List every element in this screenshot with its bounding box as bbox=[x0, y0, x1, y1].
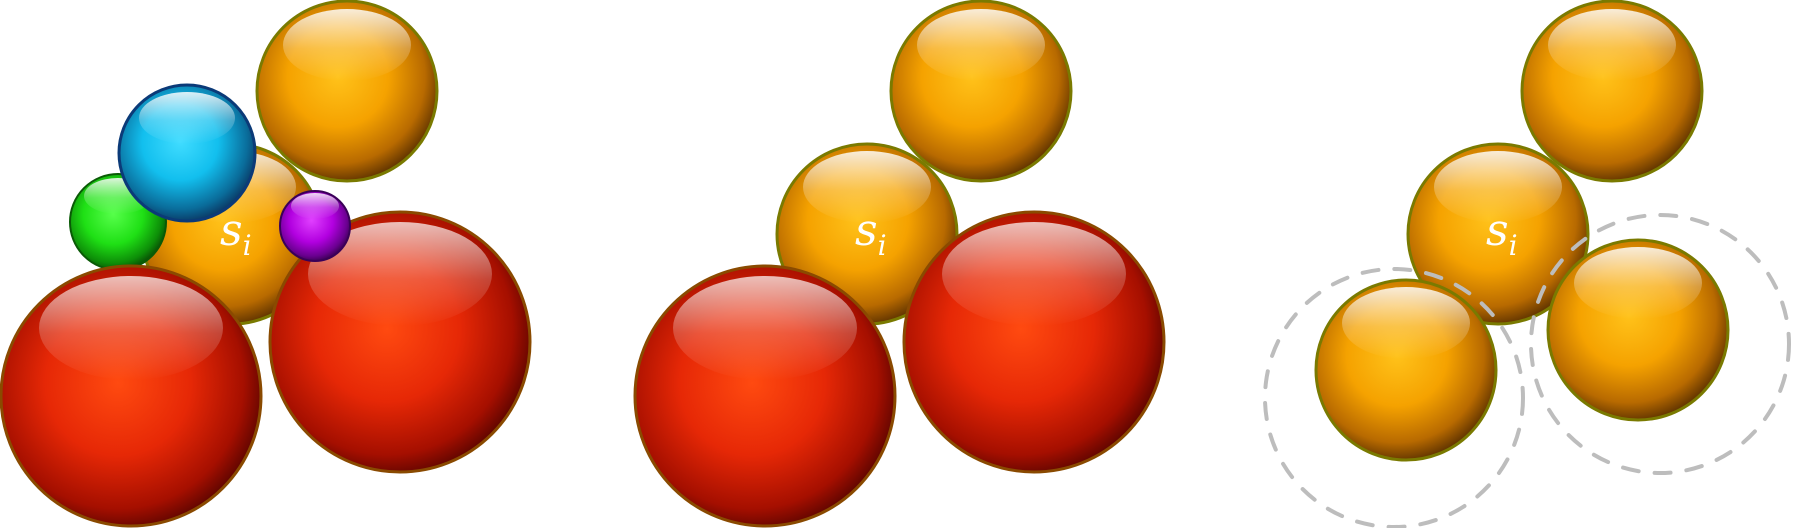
orange-sphere bbox=[889, 0, 1073, 183]
sphere-label-si: si bbox=[1486, 205, 1518, 262]
dashed-circle-outline bbox=[1263, 267, 1525, 528]
orange-sphere bbox=[1314, 278, 1498, 462]
panel-left: si bbox=[0, 0, 532, 528]
red-sphere bbox=[0, 264, 263, 528]
red-sphere bbox=[902, 210, 1166, 474]
panel-middle: si bbox=[633, 0, 1166, 528]
sphere-label-si: si bbox=[855, 205, 887, 262]
orange-sphere bbox=[255, 0, 439, 183]
orange-sphere bbox=[1520, 0, 1704, 183]
red-sphere bbox=[268, 210, 532, 474]
sphere-label-si: si bbox=[220, 205, 252, 262]
purple-sphere bbox=[279, 190, 351, 262]
red-sphere bbox=[633, 264, 897, 528]
cyan-sphere bbox=[117, 83, 257, 223]
panel-right: si bbox=[1263, 0, 1791, 528]
orange-sphere-si bbox=[1406, 142, 1590, 326]
dashed-circle-outline bbox=[1529, 213, 1791, 475]
orange-sphere bbox=[1546, 238, 1730, 422]
